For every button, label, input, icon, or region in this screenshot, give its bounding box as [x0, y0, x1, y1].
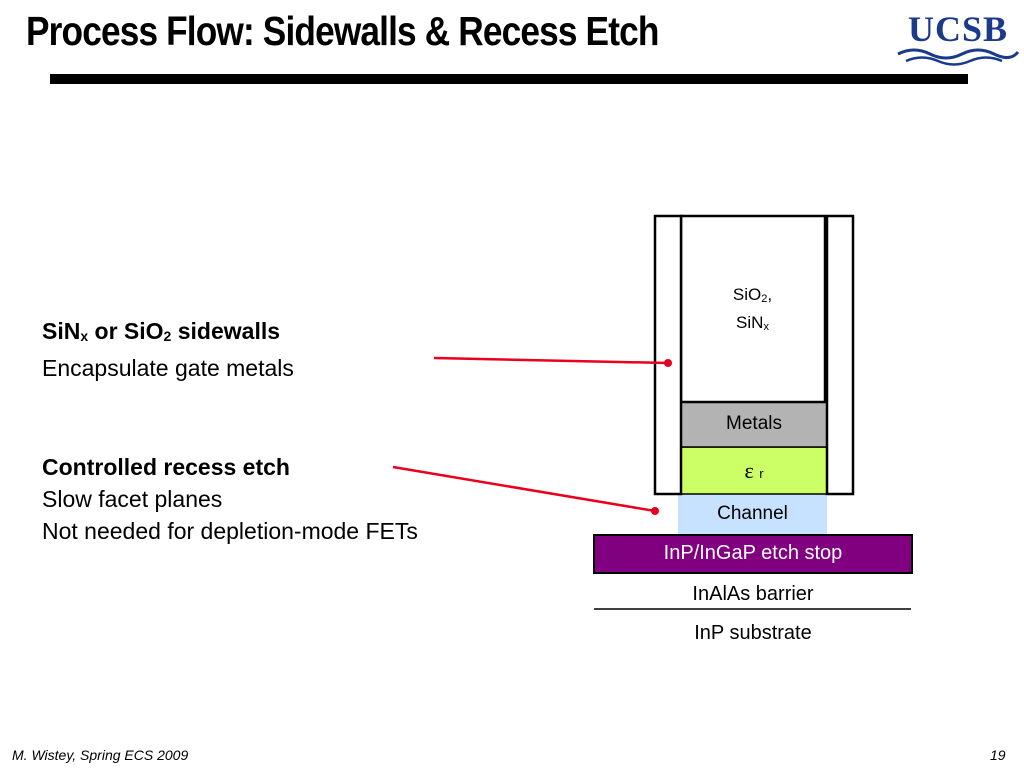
- substrate-label: InP substrate: [694, 622, 812, 644]
- channel-label: Channel: [717, 503, 788, 524]
- sio2-label: SiO2, SiNx: [732, 285, 773, 333]
- wave-icon: [897, 48, 1020, 66]
- bullet-recess-etch: Controlled recess etch Slow facet planes…: [42, 451, 418, 547]
- bullet-line: Encapsulate gate metals: [42, 355, 294, 381]
- pointer-sidewall-dot: [664, 359, 672, 367]
- slide-title: Process Flow: Sidewalls & Recess Etch: [26, 8, 659, 54]
- barrier-label: InAlAs barrier: [692, 583, 814, 605]
- title-divider: [50, 74, 968, 84]
- ucsb-logo: UCSB: [896, 8, 1020, 68]
- pointer-sidewall-line: [433, 356, 669, 365]
- right-sidewall: [825, 214, 855, 496]
- bullet-sidewalls: SiNx or SiO2 sidewalls Encapsulate gate …: [42, 315, 294, 384]
- bullet-heading: SiNx or SiO2 sidewalls: [42, 318, 281, 344]
- pointer-recess-line: [392, 465, 656, 513]
- pointer-recess-dot: [651, 507, 659, 515]
- bullet-heading: Controlled recess etch: [42, 454, 290, 480]
- bullet-line: Not needed for depletion-mode FETs: [42, 518, 418, 544]
- metals-label: Metals: [726, 413, 782, 434]
- page-number: 19: [990, 747, 1006, 763]
- left-sidewall: [653, 214, 683, 496]
- footer-author: M. Wistey, Spring ECS 2009: [12, 747, 189, 763]
- epsilon-label: ε r: [744, 458, 764, 483]
- etch-stop-label: InP/InGaP etch stop: [663, 542, 843, 564]
- logo-text: UCSB: [907, 9, 1009, 49]
- bullet-line: Slow facet planes: [42, 486, 223, 512]
